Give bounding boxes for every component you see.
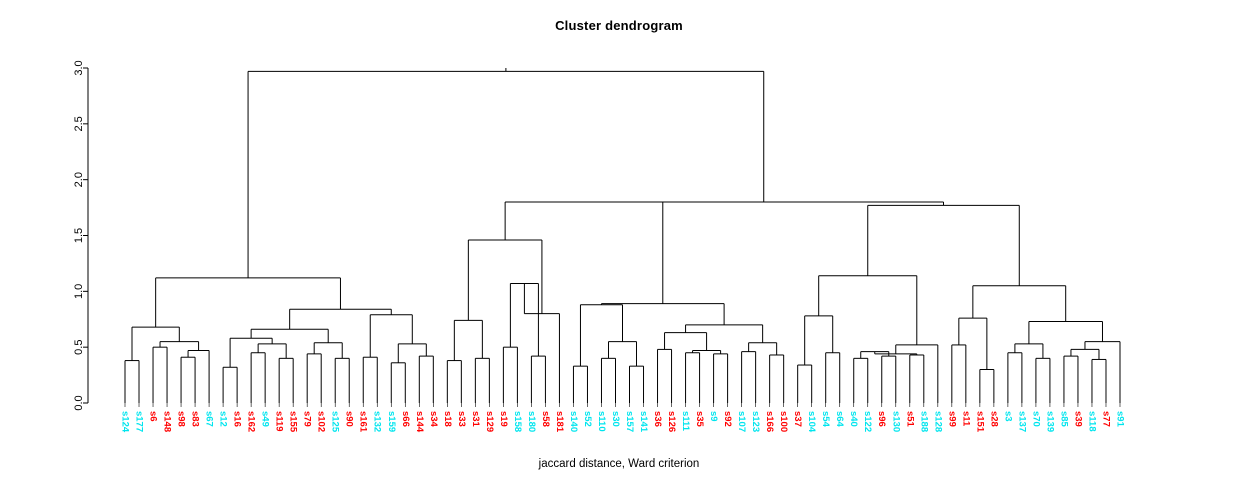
leaf-label[interactable]: s37: [792, 411, 803, 427]
y-axis-tick-label: 0.5: [73, 340, 85, 355]
leaf-label[interactable]: s180: [526, 411, 537, 432]
leaf-label[interactable]: s110: [596, 411, 607, 432]
dendrogram-links: [124, 70, 1121, 403]
leaf-label[interactable]: s11: [960, 411, 971, 427]
y-axis-tick-label: 1.5: [73, 228, 85, 243]
leaf-label[interactable]: s159: [386, 411, 397, 432]
leaf-label[interactable]: s111: [680, 411, 691, 432]
leaf-label[interactable]: s51: [904, 411, 915, 428]
leaf-label[interactable]: s34: [428, 411, 439, 428]
leaf-label[interactable]: s16: [232, 411, 243, 427]
y-axis-tick-label: 2.5: [73, 116, 85, 131]
leaf-label[interactable]: s155: [288, 411, 299, 433]
leaf-label[interactable]: s139: [1044, 411, 1055, 432]
leaf-label[interactable]: s162: [246, 411, 257, 432]
leaf-label[interactable]: s18: [442, 411, 453, 427]
leaf-label[interactable]: s54: [820, 411, 831, 428]
leaf-label[interactable]: s181: [554, 411, 565, 433]
leaf-label[interactable]: s64: [834, 411, 845, 428]
leaf-label[interactable]: s83: [190, 411, 201, 427]
leaf-label[interactable]: s166: [764, 411, 775, 432]
leaf-label[interactable]: s130: [890, 411, 901, 432]
leaf-label[interactable]: s100: [778, 411, 789, 432]
leaf-label[interactable]: s122: [862, 411, 873, 432]
leaf-label[interactable]: s118: [1086, 411, 1097, 432]
y-axis-tick-label: 0.0: [73, 395, 85, 410]
leaf-label[interactable]: s85: [1058, 411, 1069, 428]
y-axis-tick-label: 3.0: [73, 60, 85, 75]
leaf-label[interactable]: s104: [806, 411, 817, 433]
leaf-label[interactable]: s67: [204, 411, 215, 427]
leaf-label[interactable]: s177: [133, 411, 144, 432]
leaf-label[interactable]: s40: [848, 411, 859, 427]
leaf-label[interactable]: s137: [1016, 411, 1027, 432]
leaf-label[interactable]: s36: [652, 411, 663, 427]
leaf-label[interactable]: s188: [918, 411, 929, 432]
leaf-label[interactable]: s129: [484, 411, 495, 432]
y-axis-tick-label: 1.0: [73, 284, 85, 299]
leaf-label[interactable]: s123: [750, 411, 761, 432]
leaf-label[interactable]: s148: [162, 411, 173, 432]
leaf-label[interactable]: s33: [456, 411, 467, 427]
leaf-label[interactable]: s96: [876, 411, 887, 427]
leaf-label[interactable]: s158: [512, 411, 523, 432]
leaf-label[interactable]: s151: [974, 411, 985, 433]
leaf-label[interactable]: s119: [274, 411, 285, 432]
leaf-label[interactable]: s58: [540, 411, 551, 427]
leaf-label[interactable]: s141: [638, 411, 649, 433]
leaf-label[interactable]: s31: [470, 411, 481, 428]
leaf-label[interactable]: s3: [1002, 411, 1013, 422]
leaf-label[interactable]: s99: [946, 411, 957, 427]
leaf-label[interactable]: s12: [218, 411, 229, 427]
leaf-label[interactable]: s77: [1100, 411, 1111, 427]
leaf-label[interactable]: s79: [302, 411, 313, 427]
leaf-label[interactable]: s35: [694, 411, 705, 428]
leaf-label[interactable]: s157: [624, 411, 635, 432]
leaf-label[interactable]: s161: [358, 411, 369, 433]
leaf-label[interactable]: s66: [400, 411, 411, 427]
leaf-label[interactable]: s126: [666, 411, 677, 432]
leaf-label[interactable]: s98: [176, 411, 187, 427]
leaf-label[interactable]: s9: [708, 411, 719, 422]
leaf-label[interactable]: s92: [722, 411, 733, 427]
leaf-label[interactable]: s28: [988, 411, 999, 427]
leaf-label[interactable]: s70: [1030, 411, 1041, 427]
leaf-label[interactable]: s30: [610, 411, 621, 427]
leaf-label[interactable]: s6: [148, 411, 159, 422]
leaf-label[interactable]: s19: [498, 411, 509, 427]
leaf-label[interactable]: s132: [372, 411, 383, 432]
leaf-label[interactable]: s125: [330, 411, 341, 433]
x-axis-label: jaccard distance, Ward criterion: [538, 458, 700, 470]
leaf-label[interactable]: s107: [736, 411, 747, 432]
leaf-label[interactable]: s102: [316, 411, 327, 432]
leaf-label[interactable]: s39: [1072, 411, 1083, 427]
leaf-label[interactable]: s124: [119, 411, 130, 433]
leaf-label[interactable]: s91: [1114, 411, 1125, 428]
y-axis-tick-label: 2.0: [73, 172, 85, 187]
page-title: Cluster dendrogram: [555, 18, 683, 33]
leaf-label[interactable]: s90: [344, 411, 355, 427]
leaf-label[interactable]: s128: [932, 411, 943, 432]
leaf-label[interactable]: s144: [414, 411, 425, 433]
leaf-label[interactable]: s52: [582, 411, 593, 427]
leaf-label[interactable]: s49: [260, 411, 271, 427]
leaf-label[interactable]: s140: [568, 411, 579, 432]
